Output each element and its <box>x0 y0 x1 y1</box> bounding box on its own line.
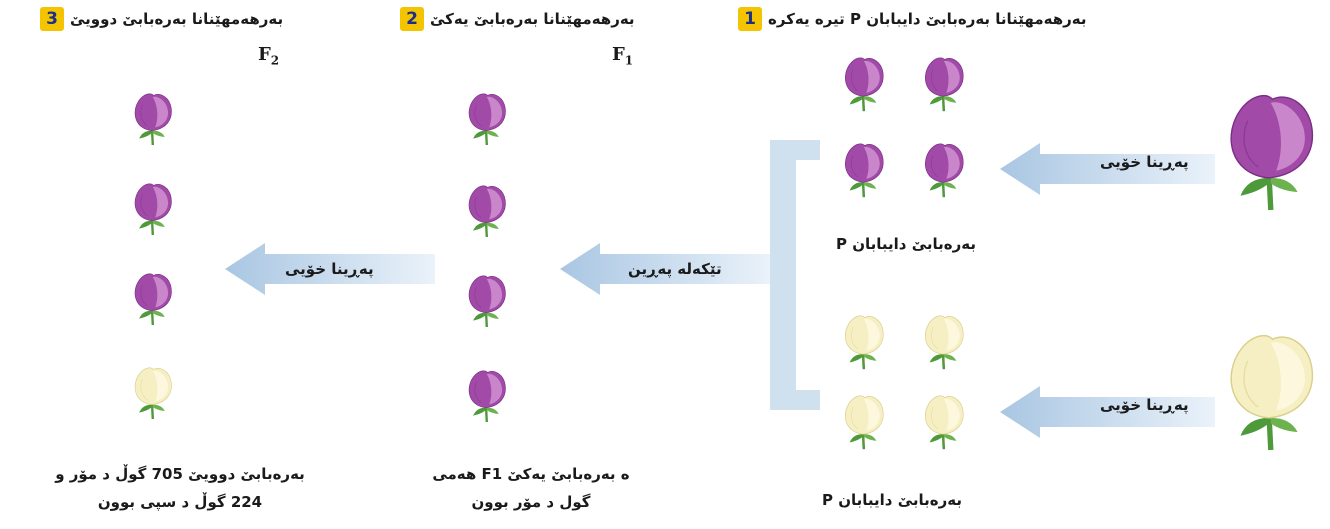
caption-f2-line1: بەرەبابێ دوویێ 705 گوڵ د مۆر و <box>55 465 305 483</box>
arrow-label-self-bottom: پەڕینا خۆیی <box>1100 396 1189 414</box>
purple-flower <box>918 52 968 116</box>
white-flower <box>838 390 888 454</box>
white-flower <box>918 390 968 454</box>
cross-bracket-vertical <box>770 140 796 410</box>
caption-f2-line2: 224 گوڵ د سپی بوون <box>97 493 263 511</box>
arrow-self-top <box>1000 143 1215 195</box>
white-flower <box>918 310 968 374</box>
header-step-3: 3 بەرهەمهێنانا بەرەبابێ دوویێ <box>40 6 283 32</box>
purple-flower <box>838 52 888 116</box>
header-step-2: 2 بەرهەمهێنانا بەرەبابێ یەکێ <box>400 6 635 32</box>
header-step-1: 1 بەرهەمهێنانا بەرەبابێ دایبابان P تیرە … <box>738 6 1086 32</box>
cross-bracket-bottom <box>770 390 820 410</box>
purple-flower <box>128 178 176 240</box>
purple-flower <box>462 365 510 427</box>
purple-flower <box>462 270 510 332</box>
white-flower <box>128 362 176 424</box>
arrow-self-bottom <box>1000 386 1215 438</box>
f2-label: F2 <box>258 44 280 68</box>
purple-flower <box>128 88 176 150</box>
purple-flower <box>838 138 888 202</box>
white-flower <box>1215 325 1323 454</box>
purple-flower <box>1215 85 1323 214</box>
arrow-self-f1 <box>225 243 435 295</box>
purple-flower <box>128 268 176 330</box>
header-text: بەرهەمهێنانا بەرەبابێ دایبابان P تیرە یە… <box>768 10 1087 28</box>
arrow-label-self-top: پەڕینا خۆیی <box>1100 153 1189 171</box>
caption-f1-line1: ە بەرەبابێ یەکێ F1 هەمی <box>432 465 630 483</box>
step-number-badge: 3 <box>40 7 64 31</box>
caption-f1-line2: گول د مۆر بوون <box>471 493 591 511</box>
step-number-badge: 1 <box>738 7 762 31</box>
purple-flower <box>918 138 968 202</box>
caption-parent-top: بەرەبابێ دایبابان P <box>835 235 977 253</box>
arrow-label-cross: تێکەلە پەڕین <box>628 260 722 278</box>
arrow-label-self-f1: پەڕینا خۆیی <box>285 260 374 278</box>
arrow-cross <box>560 243 770 295</box>
step-number-badge: 2 <box>400 7 424 31</box>
caption-parent-bottom: بەرەبابێ دایبابان P <box>821 491 963 509</box>
purple-flower <box>462 88 510 150</box>
header-text: بەرهەمهێنانا بەرەبابێ یەکێ <box>430 10 635 28</box>
f1-label: F1 <box>612 44 634 68</box>
white-flower <box>838 310 888 374</box>
header-text: بەرهەمهێنانا بەرەبابێ دوویێ <box>70 10 284 28</box>
purple-flower <box>462 180 510 242</box>
cross-bracket-top <box>770 140 820 160</box>
